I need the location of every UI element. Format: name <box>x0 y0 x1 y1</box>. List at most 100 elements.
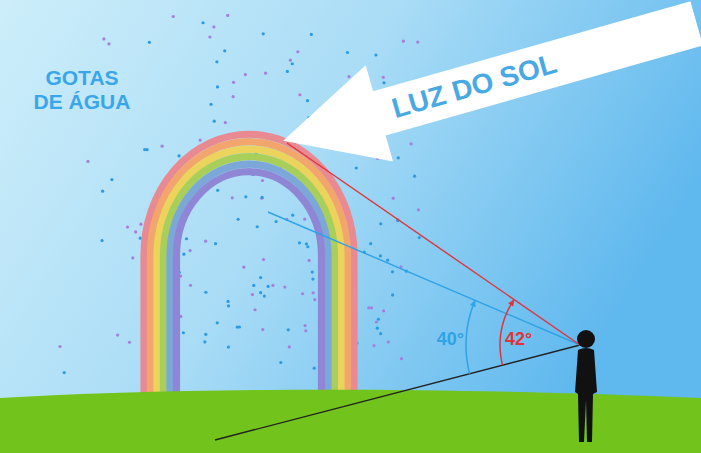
angle-label: 42° <box>505 329 549 350</box>
water-drop <box>303 324 306 327</box>
water-drop <box>256 225 259 228</box>
water-drop <box>116 334 119 337</box>
water-drop <box>374 53 377 56</box>
water-drop <box>369 242 372 245</box>
horizon-line <box>215 345 580 440</box>
water-drop <box>367 306 370 309</box>
sight-lines <box>215 143 580 440</box>
water-drop <box>134 230 137 233</box>
observer-head <box>577 330 595 348</box>
water-drop <box>143 148 146 151</box>
water-drop <box>185 237 188 240</box>
water-drop <box>417 208 420 211</box>
red-ray <box>287 143 580 345</box>
water-drop <box>232 81 235 84</box>
arc-arrowhead <box>470 300 476 307</box>
arrow-body <box>270 0 701 189</box>
water-drop <box>391 293 394 296</box>
water-drop <box>271 284 274 287</box>
water-drop <box>203 340 206 343</box>
water-drop <box>204 240 207 243</box>
rainbow-band <box>170 164 328 400</box>
water-drop <box>313 367 316 370</box>
water-drop <box>313 298 316 301</box>
water-drop <box>63 371 66 374</box>
water-drop <box>251 293 254 296</box>
water-drop <box>262 258 265 261</box>
water-drop <box>397 156 400 159</box>
water-drop <box>291 214 294 217</box>
water-drop <box>304 329 307 332</box>
water-drop <box>387 340 390 343</box>
water-drop <box>208 35 211 38</box>
observer-body <box>575 348 597 442</box>
water-drop <box>223 49 226 52</box>
water-drop <box>102 37 105 40</box>
water-drop <box>253 308 256 311</box>
water-drop <box>226 300 229 303</box>
water-drop <box>416 40 419 43</box>
water-drop <box>182 253 185 256</box>
water-drops-label: GOTAS DE ÁGUA <box>30 66 134 114</box>
water-drop <box>413 175 416 178</box>
water-drop <box>237 218 240 221</box>
water-drop <box>306 99 309 102</box>
rainbow-band <box>151 142 348 400</box>
water-drop <box>400 357 403 360</box>
water-drop <box>107 42 110 45</box>
water-drop <box>355 166 358 169</box>
water-drop <box>379 222 382 225</box>
rainbow-band <box>157 149 341 400</box>
angle-label: 40° <box>424 329 464 350</box>
water-drop <box>311 278 314 281</box>
water-drop <box>212 25 215 28</box>
water-drop <box>216 189 219 192</box>
water-drop <box>375 320 378 323</box>
rainbow-band <box>164 157 335 400</box>
water-drop <box>301 292 304 295</box>
water-drop <box>376 327 379 330</box>
water-drop <box>260 197 263 200</box>
water-drop <box>227 345 230 348</box>
water-drop <box>283 285 286 288</box>
water-drop <box>259 276 262 279</box>
water-drop <box>236 325 239 328</box>
water-drop <box>215 60 218 63</box>
water-drop <box>204 333 207 336</box>
water-drop <box>58 345 61 348</box>
water-drop <box>224 121 227 124</box>
angle-arc-40 <box>466 300 475 373</box>
water-drop <box>244 73 247 76</box>
water-drop <box>244 195 247 198</box>
water-drop <box>264 72 267 75</box>
water-drop <box>379 254 382 257</box>
water-drop <box>379 332 382 335</box>
water-drop <box>279 361 282 364</box>
water-drop <box>267 285 270 288</box>
water-drop <box>287 328 290 331</box>
water-drop <box>172 15 175 18</box>
water-drop <box>382 81 385 84</box>
water-drop <box>261 179 264 182</box>
water-drop <box>213 120 216 123</box>
water-drop <box>177 154 180 157</box>
water-drop <box>131 256 134 259</box>
water-drop <box>402 40 405 43</box>
water-drop <box>182 331 185 334</box>
water-drop <box>312 291 315 294</box>
water-drop <box>209 103 212 106</box>
water-drop <box>139 223 142 226</box>
water-drop <box>391 270 394 273</box>
water-drop <box>100 239 103 242</box>
water-drop <box>261 196 264 199</box>
water-drop <box>346 51 349 54</box>
water-drop <box>216 85 219 88</box>
water-drop <box>128 341 131 344</box>
water-drop <box>232 95 235 98</box>
water-drop <box>305 242 308 245</box>
water-drop <box>386 259 389 262</box>
water-drop <box>231 196 234 199</box>
water-drop <box>259 291 262 294</box>
water-drop <box>296 50 299 53</box>
water-drop <box>298 93 301 96</box>
